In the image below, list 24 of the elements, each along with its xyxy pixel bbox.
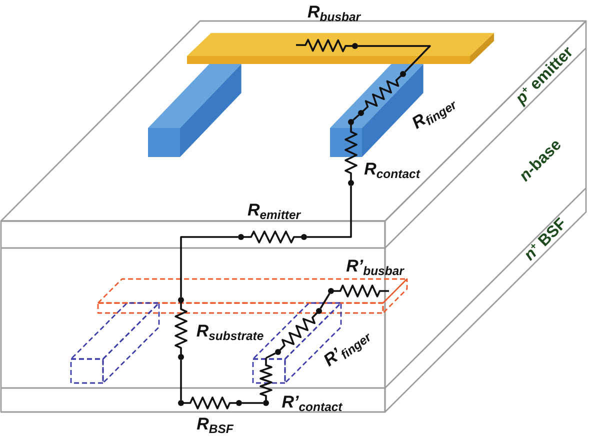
resistor-label: R$_{contact}$ <box>364 160 420 178</box>
circuit-wire <box>266 352 276 359</box>
resistor-label: R’$_{contact}$ <box>282 394 342 410</box>
circuit-wire <box>320 293 330 309</box>
resistor-symbol <box>358 71 406 116</box>
resistor-symbol <box>174 297 188 360</box>
resistor-symbol <box>178 396 242 410</box>
circuit-wire <box>180 360 182 400</box>
circuit-wire <box>307 186 352 238</box>
resistor-label: R$_{substrate}$ <box>196 322 264 340</box>
resistor-symbol <box>238 230 307 244</box>
resistor-symbol <box>296 38 358 52</box>
resistor-label: R’$_{busbar}$ <box>346 258 404 274</box>
circuit-wire <box>358 45 431 72</box>
resistor-symbol <box>328 284 389 298</box>
circuit-wire <box>180 236 238 297</box>
resistor-label: R$_{emitter}$ <box>247 202 301 218</box>
circuit-wire <box>242 402 263 404</box>
resistor-symbol <box>344 119 358 186</box>
resistor-label: R$_{busbar}$ <box>307 4 361 20</box>
resistor-label: R$_{BSF}$ <box>196 416 234 432</box>
resistor-symbol <box>260 358 272 406</box>
resistor-symbol <box>275 308 322 355</box>
circuit-wire <box>352 114 360 121</box>
